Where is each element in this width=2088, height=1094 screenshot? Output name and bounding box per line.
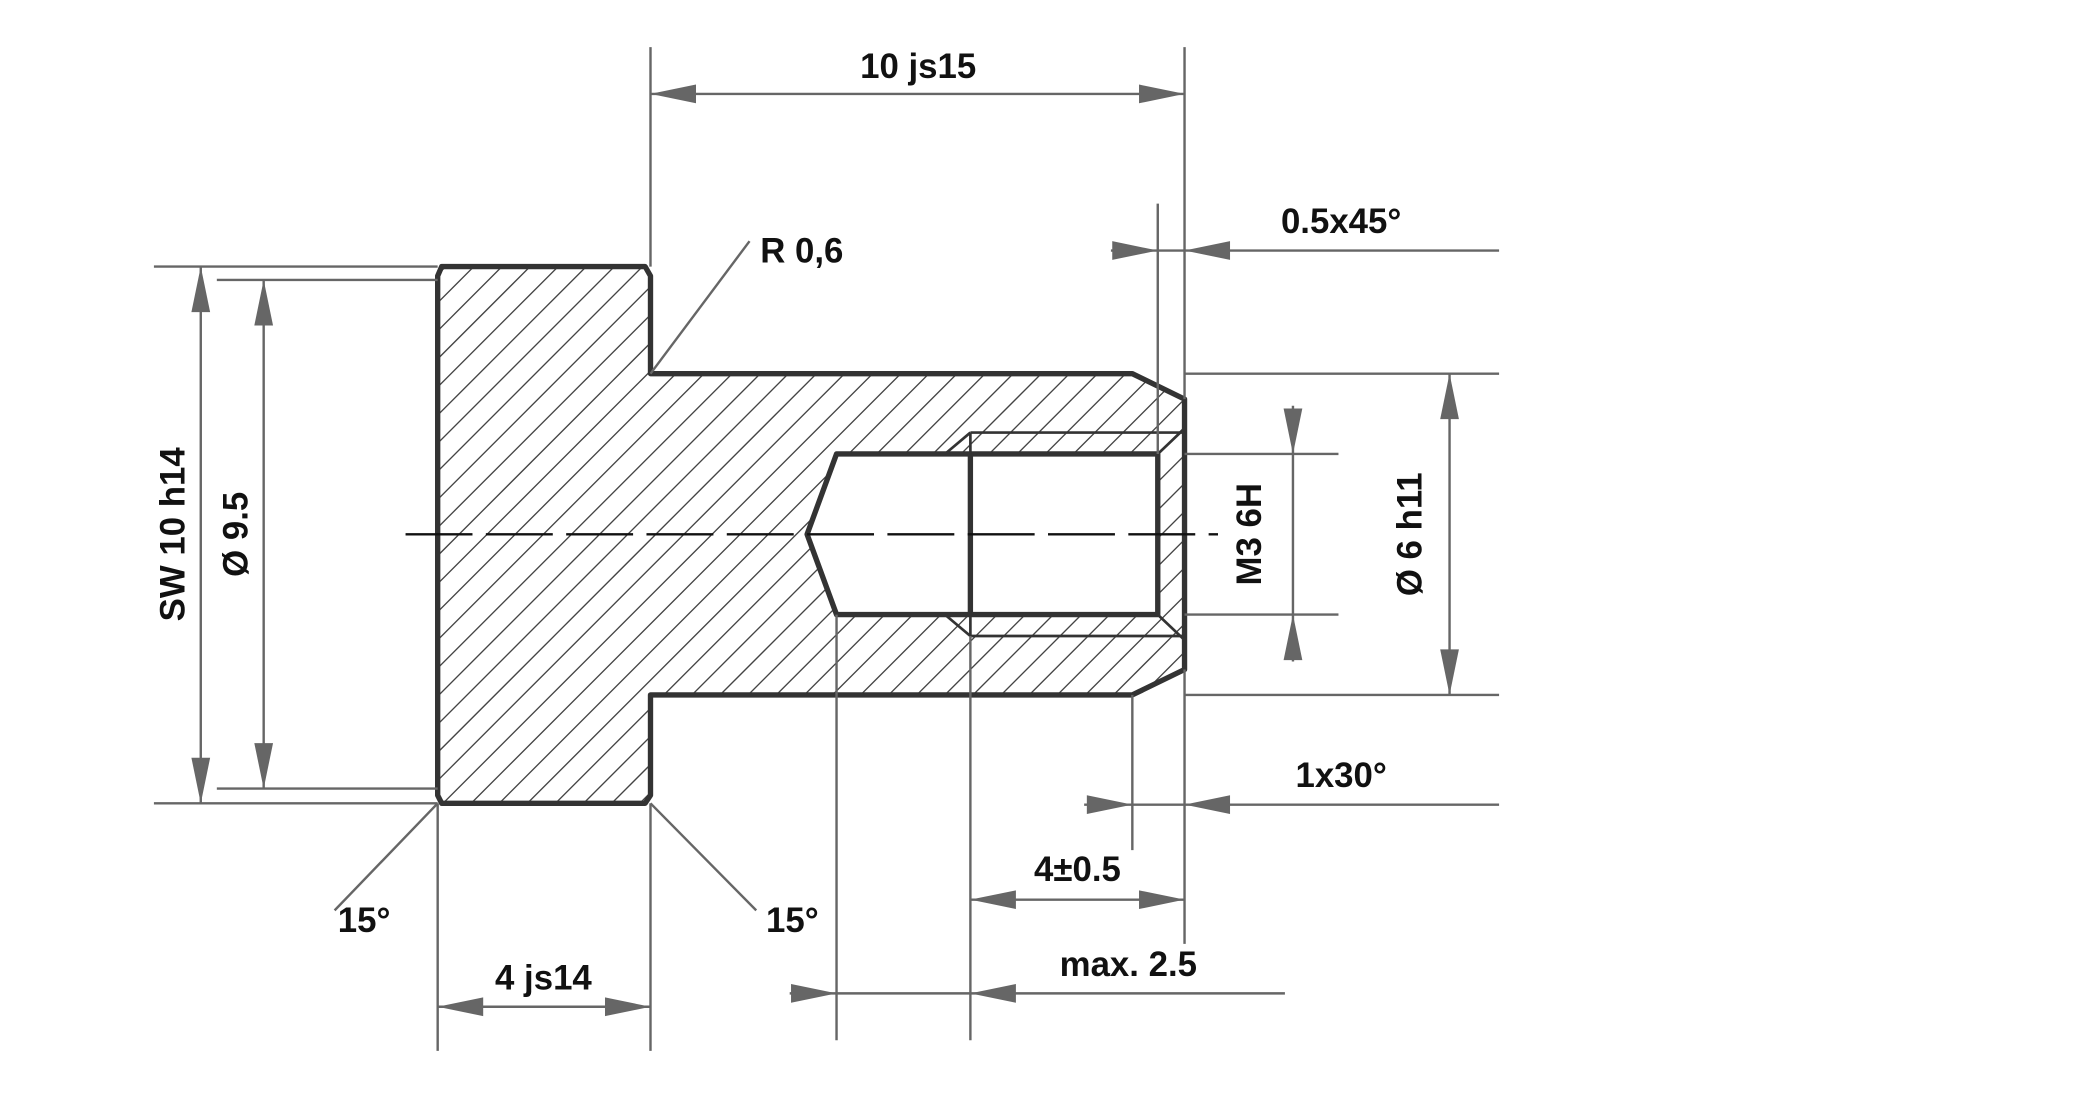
hatch-line	[0, 255, 430, 817]
hatch-line	[437, 266, 627, 804]
section-hatching	[0, 255, 1779, 817]
hatch-line	[991, 266, 1185, 804]
head-length-label: 4 js14	[495, 958, 592, 997]
angle-right-label: 15°	[766, 901, 819, 940]
dimension-arrows	[191, 84, 1459, 1017]
hatch-line	[437, 266, 543, 804]
radius-label: R 0,6	[760, 232, 843, 271]
hatch-line	[437, 266, 571, 804]
hatch-line	[794, 266, 1185, 804]
undercut-label: max. 2.5	[1060, 945, 1197, 984]
thread-label: M3 6H	[1230, 483, 1269, 585]
across-flats-label: SW 10 h14	[154, 447, 193, 622]
hatch-line	[907, 266, 1185, 804]
hatch-line	[437, 266, 740, 804]
chamfer-front-label: 0.5x45°	[1281, 202, 1401, 241]
hatch-line	[437, 266, 684, 804]
bore-outline	[804, 451, 1161, 618]
hatch-line	[1019, 266, 1185, 804]
length-total-label: 10 js15	[860, 47, 976, 86]
hatch-line	[822, 266, 1185, 804]
hatch-line	[437, 266, 712, 804]
head-diameter-label: Ø 9.5	[217, 492, 256, 577]
hatch-line	[1103, 266, 1185, 804]
angle-left-label: 15°	[338, 901, 391, 940]
hatch-line	[1189, 255, 1751, 817]
chamfer-shaft-label: 1x30°	[1295, 756, 1386, 795]
shaft-diameter-label: Ø 6 h11	[1390, 472, 1429, 596]
thread-depth-label: 4±0.5	[1034, 850, 1121, 889]
hatch-line	[437, 266, 655, 804]
dimension-lines	[153, 47, 1500, 1051]
hatch-line	[437, 266, 599, 804]
hatch-line	[738, 266, 1185, 804]
hatch-line	[1217, 255, 1779, 817]
